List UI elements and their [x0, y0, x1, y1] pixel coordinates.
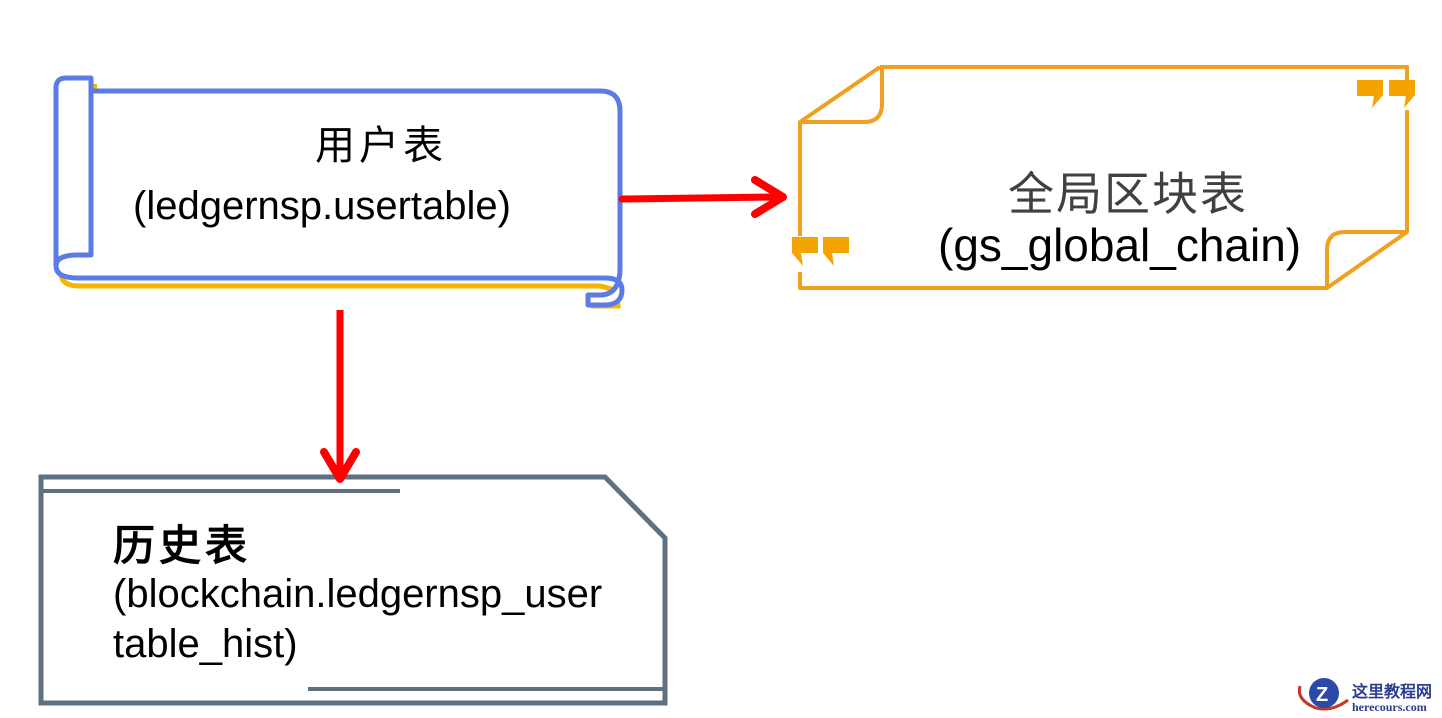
history-table-subtitle-line2: table_hist) — [113, 622, 298, 666]
user-table-body — [53, 75, 625, 308]
watermark-logo-icon: Z — [1297, 678, 1349, 711]
global-chain-node — [792, 65, 1415, 290]
quote-mark-icon — [792, 237, 849, 266]
quote-mark-icon — [1357, 80, 1415, 108]
watermark-brand-cn: 这里教程网 — [1352, 682, 1433, 701]
watermark: 这里教程网 herecours.com — [1292, 672, 1442, 718]
history-table-node — [38, 474, 668, 706]
watermark-brand-en: herecours.com — [1352, 700, 1427, 714]
global-chain-top-fold — [800, 67, 884, 124]
arrow-user-to-history — [320, 310, 360, 483]
arrow-user-to-global — [618, 176, 787, 218]
user-table-subtitle: (ledgernsp.usertable) — [133, 184, 511, 228]
user-table-node — [53, 75, 625, 309]
user-table-title: 用户表 — [315, 124, 447, 168]
history-table-frame — [38, 474, 668, 706]
history-table-subtitle-line1: (blockchain.ledgernsp_user — [113, 572, 603, 616]
global-chain-bottom-fold — [1325, 230, 1407, 288]
global-chain-subtitle: (gs_global_chain) — [938, 219, 1302, 271]
global-chain-title: 全局区块表 — [1008, 168, 1248, 220]
watermark-logo-letter: Z — [1316, 684, 1328, 706]
history-table-title: 历史表 — [113, 522, 252, 569]
